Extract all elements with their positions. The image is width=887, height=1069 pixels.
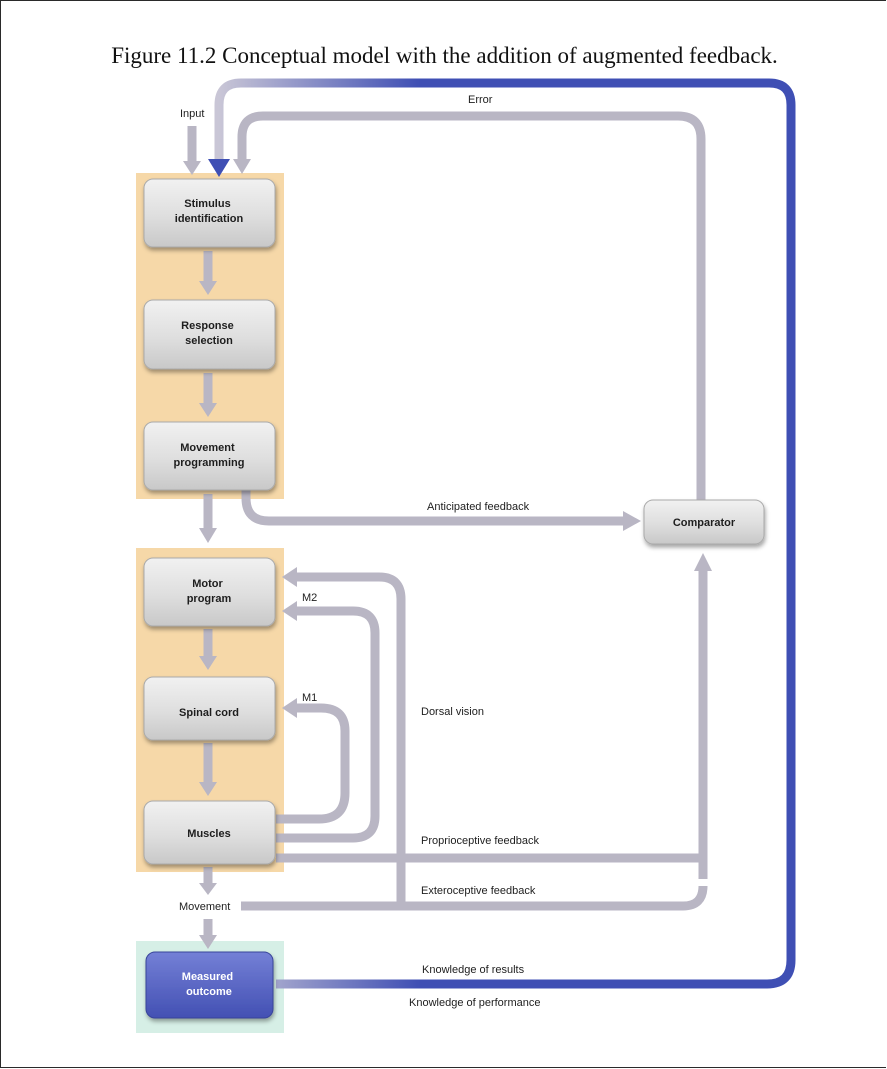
gray-arrowheads bbox=[183, 159, 712, 949]
svg-text:Spinal cord: Spinal cord bbox=[179, 707, 239, 719]
anticipated-arrowhead bbox=[623, 511, 641, 531]
gray-flow-arrows bbox=[187, 111, 708, 936]
programming-label-line1: Movement bbox=[180, 442, 235, 454]
m2-label: M2 bbox=[302, 592, 317, 604]
comparator-label: Comparator bbox=[673, 517, 736, 529]
svg-text:Comparator: Comparator bbox=[673, 517, 736, 529]
svg-text:Motor program: Motor program bbox=[187, 578, 232, 605]
error-feedback-arrow bbox=[237, 111, 706, 501]
error-arrowhead bbox=[233, 159, 251, 174]
svg-text:Stimulus identification: Stimulus identification bbox=[175, 198, 244, 225]
outcome-label-line2: outcome bbox=[186, 986, 232, 998]
dorsal-vision-loop bbox=[295, 572, 406, 906]
response-label-line2: selection bbox=[185, 335, 233, 347]
dorsal-vision-label: Dorsal vision bbox=[421, 706, 484, 718]
movement-programming-box bbox=[143, 421, 276, 491]
m1-arrowhead bbox=[282, 698, 297, 718]
exteroceptive-feedback-line bbox=[241, 885, 708, 911]
response-label-line1: Response bbox=[181, 320, 234, 332]
stimulus-label-line2: identification bbox=[175, 213, 244, 225]
comparator-input-arrowhead bbox=[694, 553, 712, 571]
arrowhead-to-movement bbox=[199, 883, 217, 895]
knowledge-of-results-label: Knowledge of results bbox=[422, 964, 525, 976]
m2-arrowhead bbox=[282, 601, 297, 621]
m2-loop bbox=[276, 606, 380, 843]
anticipated-feedback-label: Anticipated feedback bbox=[427, 501, 530, 513]
dorsal-vision-arrowhead bbox=[282, 567, 297, 587]
knowledge-feedback-loop bbox=[214, 78, 796, 989]
movement-label: Movement bbox=[179, 901, 230, 913]
spinal-cord-box bbox=[143, 676, 276, 741]
m1-loop bbox=[276, 703, 350, 824]
arrowhead-to-muscles bbox=[199, 782, 217, 796]
outcome-label-line1: Measured bbox=[182, 971, 233, 983]
measured-outcome-box bbox=[145, 951, 274, 1019]
input-label: Input bbox=[180, 108, 204, 120]
arrowhead-to-outcome bbox=[199, 935, 217, 949]
programming-label-line2: programming bbox=[174, 457, 245, 469]
svg-text:Movement programming: Movement programming bbox=[174, 442, 245, 469]
svg-text:Response selection: Response selection bbox=[181, 320, 237, 347]
arrowhead-to-motor bbox=[199, 528, 217, 543]
anticipated-feedback-arrow bbox=[241, 486, 625, 526]
response-selection-box bbox=[143, 299, 276, 370]
input-arrowhead bbox=[183, 161, 201, 175]
knowledge-of-performance-label: Knowledge of performance bbox=[409, 997, 540, 1009]
motor-label-line2: program bbox=[187, 593, 232, 605]
motor-program-box bbox=[143, 557, 276, 627]
svg-text:Measured outcome: Measured outcome bbox=[182, 971, 236, 998]
error-label: Error bbox=[468, 94, 493, 106]
figure-caption: Figure 11.2 Conceptual model with the ad… bbox=[111, 43, 778, 68]
knowledge-feedback-arrowhead bbox=[208, 159, 230, 177]
proprioceptive-feedback-label: Proprioceptive feedback bbox=[421, 835, 540, 847]
stimulus-identification-box bbox=[143, 178, 276, 248]
stimulus-label-line1: Stimulus bbox=[184, 198, 230, 210]
arrowhead-to-spinal bbox=[199, 656, 217, 670]
muscles-box bbox=[143, 800, 276, 865]
exteroceptive-feedback-label: Exteroceptive feedback bbox=[421, 885, 536, 897]
arrowhead-to-programming bbox=[199, 403, 217, 417]
comparator-box bbox=[643, 499, 765, 545]
arrowhead-to-response bbox=[199, 281, 217, 295]
spinal-label: Spinal cord bbox=[179, 707, 239, 719]
muscles-label: Muscles bbox=[187, 828, 230, 840]
m1-label: M1 bbox=[302, 692, 317, 704]
svg-text:Muscles: Muscles bbox=[187, 828, 230, 840]
motor-label-line1: Motor bbox=[192, 578, 223, 590]
